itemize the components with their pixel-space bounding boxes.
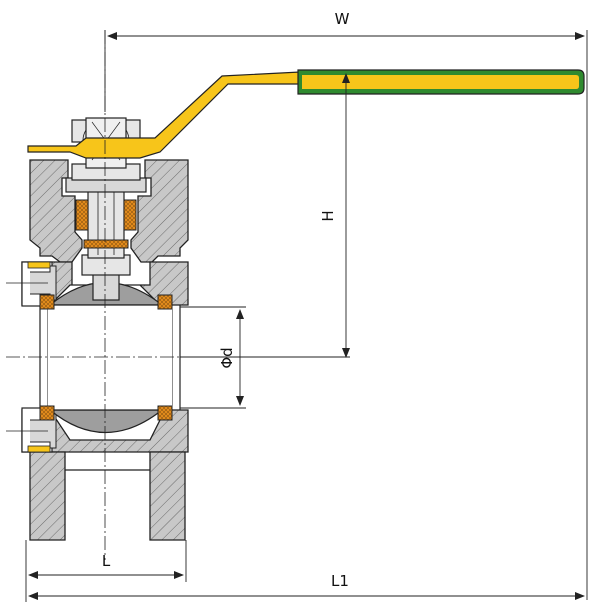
valve-body (21, 159, 189, 541)
seats (39, 294, 173, 421)
label-l1: L1 (331, 572, 349, 590)
handle (27, 69, 585, 159)
label-l: L (102, 552, 111, 570)
label-h: H (319, 210, 337, 221)
ball (48, 281, 172, 434)
label-d: Φd (218, 347, 236, 368)
bonnet-right (130, 159, 189, 263)
center-lines (6, 30, 190, 560)
label-w: W (335, 10, 350, 28)
foot-left (29, 451, 66, 541)
bonnet-left (29, 159, 83, 263)
foot-right (149, 451, 186, 541)
handle-yellow (27, 71, 301, 159)
dimensions (25, 30, 588, 602)
